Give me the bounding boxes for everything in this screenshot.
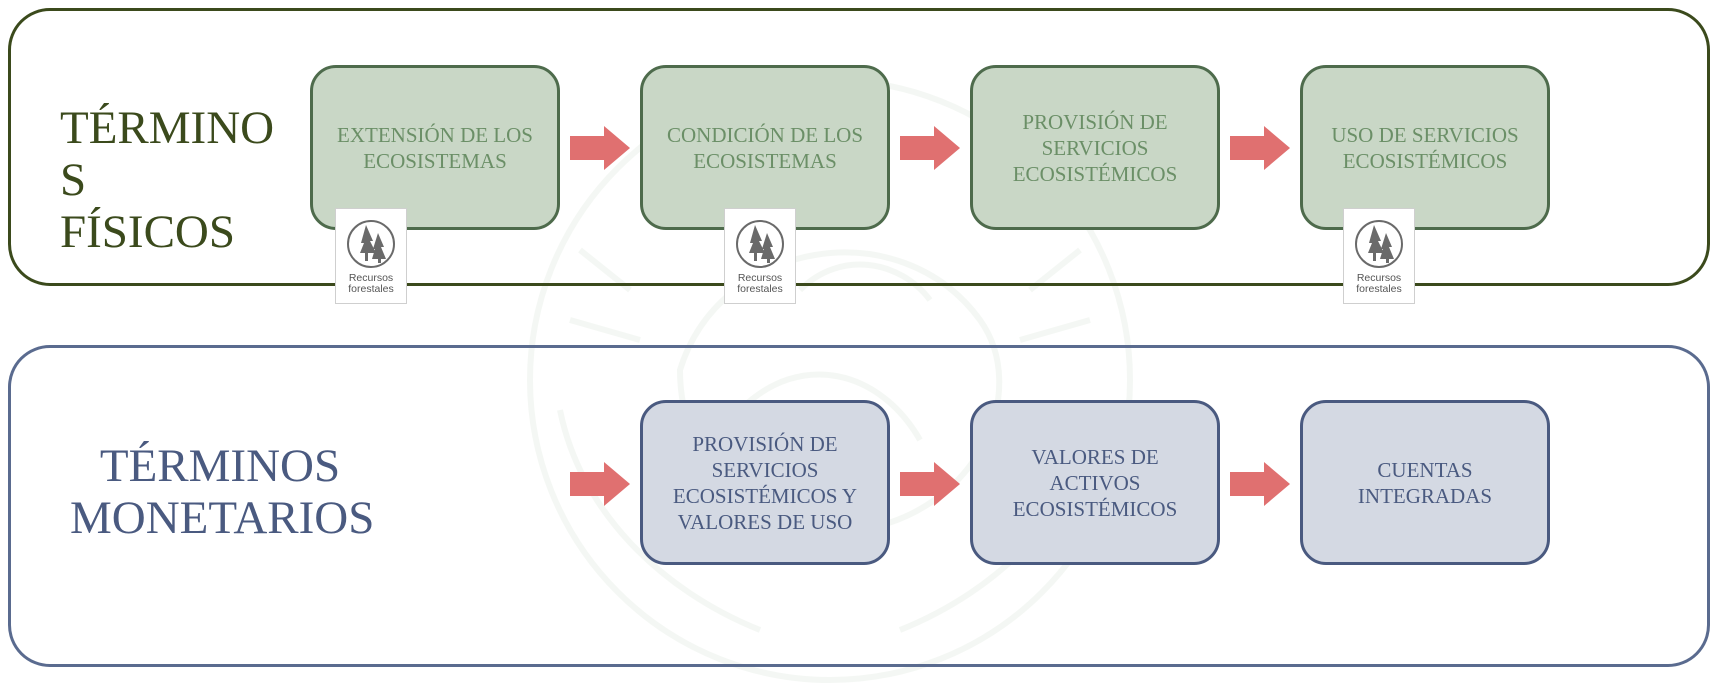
flow-arrow-icon xyxy=(1230,126,1290,170)
forest-resources-badge: Recursos forestales xyxy=(724,208,796,304)
step-integrated-accounts: CUENTAS INTEGRADAS xyxy=(1300,400,1550,565)
step-ecosystem-services-use: USO DE SERVICIOS ECOSISTÉMICOS xyxy=(1300,65,1550,230)
monetary-terms-title: TÉRMINOS MONETARIOS xyxy=(70,440,375,544)
forest-resources-label: Recursos forestales xyxy=(737,272,783,295)
forest-trees-icon xyxy=(1355,220,1403,268)
flow-arrow-icon xyxy=(570,462,630,506)
physical-terms-title: TÉRMINO S FÍSICOS xyxy=(60,102,275,258)
flow-arrow-icon xyxy=(570,126,630,170)
monetary-terms-panel xyxy=(8,345,1710,667)
flow-arrow-icon xyxy=(1230,462,1290,506)
forest-trees-icon xyxy=(347,220,395,268)
step-ecosystem-extent: EXTENSIÓN DE LOS ECOSISTEMAS xyxy=(310,65,560,230)
forest-resources-label: Recursos forestales xyxy=(348,272,394,295)
physical-terms-panel xyxy=(8,8,1710,286)
step-ecosystem-asset-values: VALORES DE ACTIVOS ECOSISTÉMICOS xyxy=(970,400,1220,565)
flow-arrow-icon xyxy=(900,462,960,506)
forest-resources-badge: Recursos forestales xyxy=(335,208,407,304)
forest-trees-icon xyxy=(736,220,784,268)
forest-resources-label: Recursos forestales xyxy=(1356,272,1402,295)
step-ecosystem-condition: CONDICIÓN DE LOS ECOSISTEMAS xyxy=(640,65,890,230)
forest-resources-badge: Recursos forestales xyxy=(1343,208,1415,304)
step-ecosystem-services-supply: PROVISIÓN DE SERVICIOS ECOSISTÉMICOS xyxy=(970,65,1220,230)
flow-arrow-icon xyxy=(900,126,960,170)
step-services-and-use-values: PROVISIÓN DE SERVICIOS ECOSISTÉMICOS Y V… xyxy=(640,400,890,565)
